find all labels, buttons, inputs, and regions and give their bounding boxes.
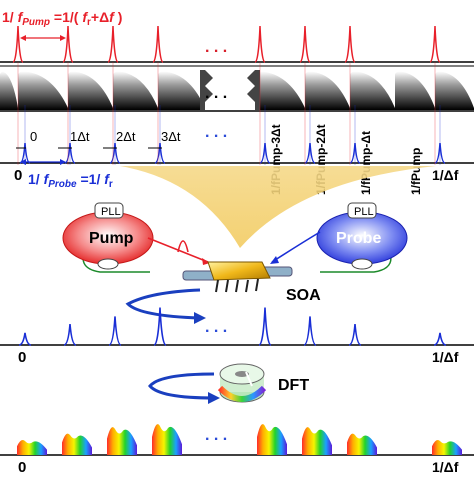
dft-spectrum (62, 433, 92, 455)
soa-output-pulse (258, 307, 272, 346)
pump-pulse (299, 25, 311, 63)
probe-pll-label: PLL (354, 206, 374, 218)
pump-period-label: 1/ fPump =1/( fr+Δf ) (2, 9, 122, 28)
gain-dip (435, 71, 474, 110)
delay-label-3: 3Δt (161, 129, 181, 144)
soa-chip (182, 261, 293, 293)
dft-spectrum (257, 424, 287, 455)
band-ellipsis: . . . (205, 85, 227, 102)
dft-spectrum (152, 424, 182, 455)
dft-coil (217, 363, 267, 403)
axis-zero-bottom: 0 (18, 459, 26, 474)
band-break-left (200, 70, 213, 110)
laser-setup: PLL Pump PLL Probe SOA (62, 202, 408, 324)
axis-end-top: 1/Δf (432, 167, 459, 183)
gain-dip (350, 71, 395, 110)
soa-output-pulse (18, 332, 32, 346)
pump-ellipsis: . . . (205, 39, 227, 56)
soa-output-row: . . . 0 1/Δf (0, 307, 474, 366)
pump-pulse-shape (177, 240, 189, 253)
gain-dip (395, 71, 435, 110)
soa-output-pulse (433, 332, 447, 346)
probe-pll-box (347, 202, 377, 219)
probe-label: Probe (336, 230, 381, 247)
gain-dip (255, 71, 305, 110)
pump-label: Pump (89, 230, 134, 247)
dft-spectrum (107, 427, 137, 455)
gain-dip (158, 71, 205, 110)
pump-pll-label: PLL (101, 206, 121, 218)
delay-label-2: 2Δt (116, 129, 136, 144)
probe-pulses (19, 142, 446, 164)
pump-pulse-row: 1/ fPump =1/( fr+Δf ) . . . (0, 9, 474, 63)
pump-pll-box (94, 202, 124, 219)
pump-pulses (12, 25, 441, 63)
pump-pulse (107, 25, 119, 63)
axis-zero-top: 0 (14, 167, 22, 184)
dft-rotate-arrow (148, 372, 215, 400)
soa-rotate-arrow (125, 288, 201, 320)
gain-dip (305, 71, 350, 110)
pump-pulse (429, 25, 441, 63)
dft-spectrum (432, 440, 462, 455)
gain-band-row: . . . (0, 65, 474, 112)
pump-pulse (254, 25, 266, 63)
gain-dip (18, 71, 68, 110)
soa-output-pulse (348, 324, 362, 346)
pump-pulse (12, 25, 24, 63)
dft-spectrum (302, 427, 332, 455)
axis-zero-mid: 0 (18, 349, 26, 366)
soa-label: SOA (286, 287, 321, 304)
gain-dip (68, 71, 113, 110)
delay-label-1: 1Δt (70, 129, 90, 144)
gain-dip (0, 71, 18, 110)
axis-end-bottom: 1/Δf (432, 459, 459, 474)
dft-ellipsis: . . . (205, 427, 227, 444)
soa-output-pulse (108, 316, 122, 346)
dft-spectra (17, 424, 462, 455)
probe-ellipsis: . . . (205, 124, 227, 141)
gain-dip (113, 71, 158, 110)
probe-period-label: 1/ fProbe =1/ fr (28, 171, 113, 190)
soa-output-pulse (303, 316, 317, 346)
rot-label-1: 1/fPump-Δt (359, 131, 373, 195)
pump-pulse (152, 25, 164, 63)
dft-spectrum (347, 433, 377, 455)
combining-fan (120, 166, 436, 248)
rot-label-0: 1/fPump (409, 148, 423, 195)
delay-label-0: 0 (30, 129, 37, 144)
soa-output-pulse (153, 307, 167, 346)
dft-output-row: . . . 0 1/Δf (0, 424, 474, 476)
gain-dips (0, 70, 474, 110)
pump-pulse (62, 25, 74, 63)
pump-pulse (344, 25, 356, 63)
soa-ellipsis: . . . (205, 319, 227, 336)
band-break-right (247, 70, 260, 110)
dft-label: DFT (278, 377, 309, 394)
axis-end-mid: 1/Δf (432, 349, 459, 365)
soa-output-pulse (63, 324, 77, 346)
soa-pulses (18, 307, 447, 346)
dft-spectrum (17, 440, 47, 455)
